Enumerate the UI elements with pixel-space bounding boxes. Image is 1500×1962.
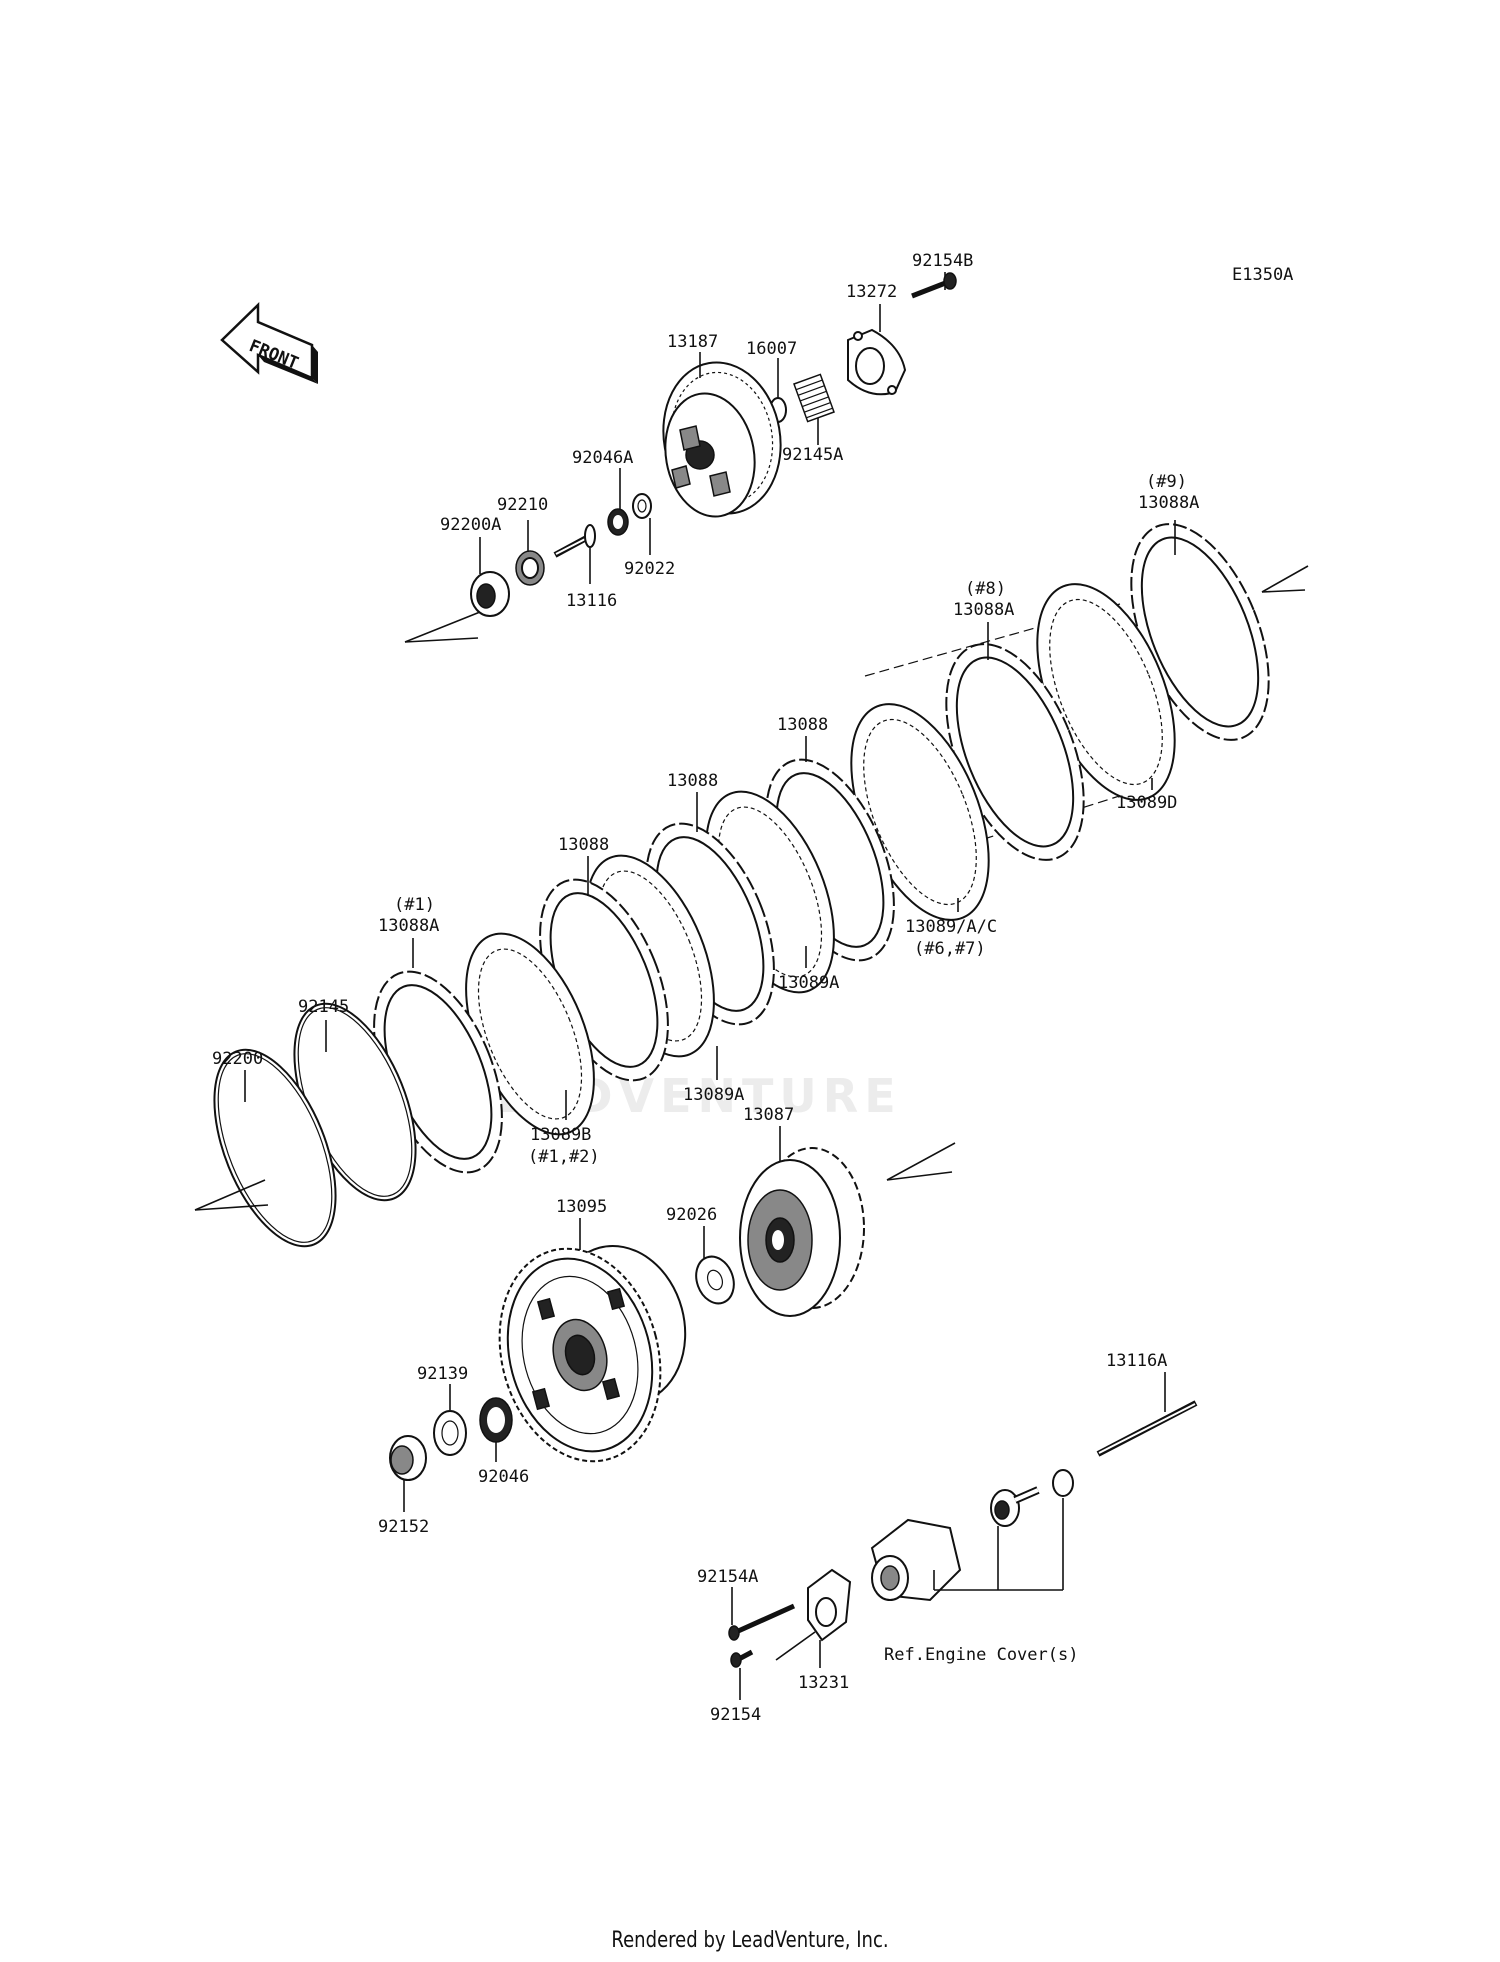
label-92152: 92152	[378, 1517, 429, 1537]
label-92154: 92154	[710, 1705, 761, 1725]
sleeve-92139	[433, 1384, 467, 1456]
needle-bearing-92046	[479, 1397, 513, 1462]
label-13088a-8-note: (#8)	[965, 579, 1006, 599]
collar-92152	[389, 1435, 427, 1512]
label-13089b: 13089B	[530, 1125, 591, 1145]
label-92139: 92139	[417, 1364, 468, 1384]
front-arrow-icon: FRONT	[220, 302, 318, 384]
spring-92145a	[793, 373, 835, 445]
label-92046a: 92046A	[572, 448, 633, 468]
label-13087: 13087	[743, 1105, 794, 1125]
shaft-oil-seal	[990, 1486, 1040, 1590]
label-13089d: 13089D	[1116, 793, 1177, 813]
label-92145: 92145	[298, 997, 349, 1017]
label-13088a-1-note: (#1)	[394, 895, 435, 915]
bolt-92154	[730, 1649, 754, 1700]
lifter-plate-13272	[847, 304, 907, 396]
label-13089a-b: 13089A	[778, 973, 839, 993]
label-92022: 92022	[624, 559, 675, 579]
label-92154a: 92154A	[697, 1567, 758, 1587]
friction-plate-13088a-8	[945, 622, 1085, 861]
label-13095: 13095	[556, 1197, 607, 1217]
ref-engine-cover-note: Ref.Engine Cover(s)	[884, 1645, 1078, 1665]
label-13088a-8: 13088A	[953, 600, 1014, 620]
label-13088-c: 13088	[777, 715, 828, 735]
label-13272: 13272	[846, 282, 897, 302]
label-92200: 92200	[212, 1049, 263, 1069]
label-13089b-note: (#1,#2)	[528, 1147, 600, 1167]
label-13088-b: 13088	[667, 771, 718, 791]
pusher-13116	[553, 524, 596, 584]
label-13089a-a: 13089A	[683, 1085, 744, 1105]
label-13088a-9: 13088A	[1138, 493, 1199, 513]
bolt-92154b	[911, 272, 957, 299]
clutch-housing-13095	[498, 1218, 687, 1463]
seal-ring	[1052, 1469, 1074, 1590]
bearing-92046a	[607, 468, 629, 536]
label-16007: 16007	[746, 339, 797, 359]
label-13089-a-c-note: (#6,#7)	[914, 939, 986, 959]
bolt-92154a	[728, 1587, 796, 1641]
washer-92026	[695, 1226, 735, 1305]
pressure-plate-13187	[662, 352, 782, 518]
clutch-hub-13087	[739, 1126, 956, 1317]
ring-92200	[194, 1048, 337, 1248]
label-13089-a-c: 13089/A/C	[905, 917, 997, 937]
label-92154b: 92154B	[912, 251, 973, 271]
label-13231: 13231	[798, 1673, 849, 1693]
label-92200a: 92200A	[440, 515, 501, 535]
label-13116a: 13116A	[1106, 1351, 1167, 1371]
label-92046: 92046	[478, 1467, 529, 1487]
label-92026: 92026	[666, 1205, 717, 1225]
diagram-id: E1350A	[1232, 265, 1293, 285]
retainer-92200a	[404, 537, 510, 643]
label-13088a-1: 13088A	[378, 916, 439, 936]
label-13116: 13116	[566, 591, 617, 611]
release-lever-13231	[775, 1568, 852, 1668]
push-rod-13116a	[1096, 1372, 1198, 1457]
label-13088a-9-note: (#9)	[1146, 472, 1187, 492]
footer-credit: Rendered by LeadVenture, Inc.	[611, 1928, 889, 1953]
release-housing	[870, 1518, 1063, 1602]
bearing-92210	[515, 520, 545, 586]
label-92210: 92210	[497, 495, 548, 515]
washer-92022	[632, 493, 652, 555]
label-13187: 13187	[667, 332, 718, 352]
label-92145a: 92145A	[782, 445, 843, 465]
label-13088-a: 13088	[558, 835, 609, 855]
